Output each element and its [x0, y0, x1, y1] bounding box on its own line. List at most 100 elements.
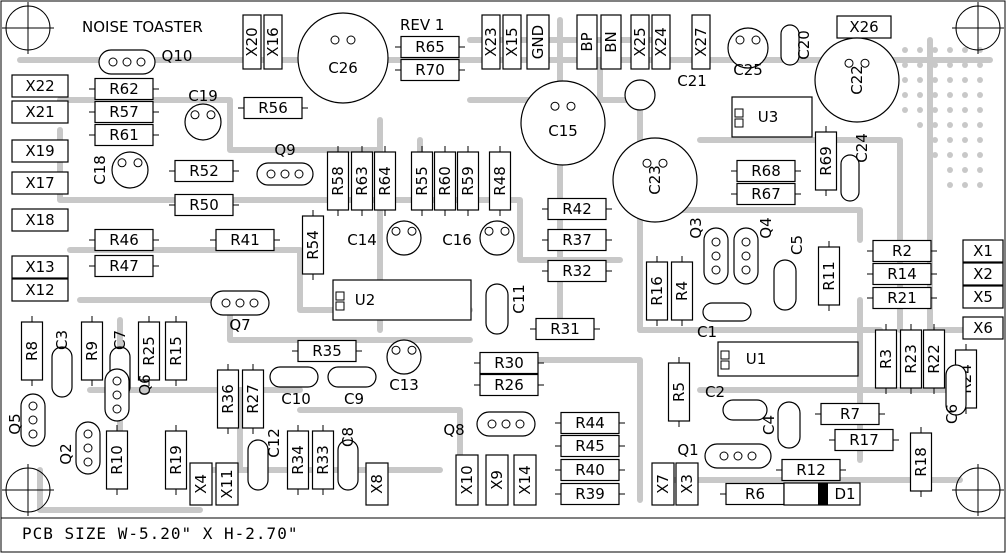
capacitor-c19: C19 — [184, 87, 222, 141]
capacitor-c8: C8 — [337, 427, 359, 491]
resistor-r52: R52 — [169, 159, 239, 183]
svg-text:R3: R3 — [877, 349, 895, 369]
connector-gnd: GND — [526, 14, 550, 70]
svg-text:X21: X21 — [25, 103, 54, 121]
svg-text:BP: BP — [578, 32, 596, 51]
svg-text:X26: X26 — [849, 18, 878, 36]
transistor-q4: Q4 — [733, 217, 775, 285]
resistor-r47: R47 — [89, 254, 159, 278]
svg-text:R15: R15 — [167, 336, 185, 366]
svg-text:R67: R67 — [751, 185, 781, 203]
resistor-r26: R26 — [474, 373, 544, 397]
svg-text:C1: C1 — [697, 323, 717, 341]
svg-text:R16: R16 — [648, 276, 666, 306]
svg-text:C11: C11 — [510, 284, 528, 314]
resistor-r55: R55 — [410, 146, 434, 216]
svg-text:U3: U3 — [758, 108, 779, 126]
svg-text:R55: R55 — [413, 166, 431, 196]
connector-x22: X22 — [11, 74, 69, 98]
svg-text:C12: C12 — [265, 428, 283, 458]
connector-x12: X12 — [11, 278, 69, 302]
resistor-r32: R32 — [542, 259, 612, 283]
resistor-r68: R68 — [731, 159, 801, 183]
proto-pad-grid — [902, 47, 983, 188]
resistor-r18: R18 — [909, 427, 933, 497]
svg-text:GND: GND — [529, 25, 547, 59]
svg-text:X9: X9 — [488, 470, 506, 490]
svg-text:C24: C24 — [853, 133, 871, 163]
ic-u2: U2 — [332, 279, 472, 321]
resistor-r58: R58 — [326, 146, 350, 216]
svg-text:X24: X24 — [652, 27, 670, 56]
connector-x3: X3 — [675, 462, 699, 506]
capacitor-c3: C3 — [51, 330, 73, 398]
resistor-r57: R57 — [89, 100, 159, 124]
svg-text:R27: R27 — [244, 384, 262, 414]
capacitor-c14: C14 — [347, 220, 422, 256]
connector-x19: X19 — [11, 139, 69, 163]
svg-text:X8: X8 — [368, 474, 386, 494]
capacitor-c4: C4 — [760, 401, 801, 449]
svg-text:C22: C22 — [848, 65, 866, 95]
svg-text:R56: R56 — [258, 99, 288, 117]
svg-text:C16: C16 — [442, 231, 472, 249]
svg-text:R32: R32 — [562, 262, 592, 280]
svg-text:R26: R26 — [494, 376, 524, 394]
board-size-note: PCB SIZE W-5.20" X H-2.70" — [22, 524, 299, 543]
svg-text:R18: R18 — [912, 447, 930, 477]
transistor-q1: Q1 — [677, 441, 772, 469]
svg-text:X4: X4 — [192, 474, 210, 494]
svg-text:R7: R7 — [840, 405, 860, 423]
capacitor-c20: C20 — [780, 24, 813, 66]
svg-text:C5: C5 — [788, 235, 806, 255]
svg-text:R31: R31 — [550, 320, 580, 338]
svg-text:C2: C2 — [705, 383, 725, 401]
svg-text:Q8: Q8 — [443, 421, 464, 439]
svg-text:Q9: Q9 — [274, 141, 295, 159]
svg-text:R25: R25 — [140, 336, 158, 366]
resistor-r3: R3 — [874, 324, 898, 394]
svg-text:Q4: Q4 — [757, 217, 775, 238]
resistor-r15: R15 — [164, 316, 188, 386]
svg-text:X15: X15 — [503, 27, 521, 56]
svg-text:R22: R22 — [925, 344, 943, 374]
svg-text:R35: R35 — [312, 342, 342, 360]
connector-x23: X23 — [481, 14, 501, 70]
resistor-r61: R61 — [89, 123, 159, 147]
svg-text:R69: R69 — [817, 146, 835, 176]
resistor-r12: R12 — [776, 458, 846, 482]
resistor-r9: R9 — [80, 316, 104, 386]
board-revision: REV 1 — [400, 16, 444, 34]
svg-text:R17: R17 — [849, 431, 879, 449]
svg-text:R9: R9 — [83, 341, 101, 361]
svg-text:Q7: Q7 — [229, 316, 250, 334]
svg-text:C18: C18 — [91, 155, 109, 185]
svg-text:R60: R60 — [436, 166, 454, 196]
svg-text:R42: R42 — [562, 200, 592, 218]
resistor-r7: R7 — [815, 402, 885, 426]
svg-text:C7: C7 — [111, 330, 129, 350]
svg-text:R36: R36 — [219, 384, 237, 414]
resistor-r69: R69 — [814, 126, 838, 196]
resistor-r16: R16 — [645, 256, 669, 326]
resistor-r14: R14 — [867, 262, 937, 286]
capacitor-c1: C1 — [697, 302, 752, 341]
connector-x21: X21 — [11, 100, 69, 124]
svg-text:X20: X20 — [243, 27, 261, 56]
svg-text:X7: X7 — [654, 474, 672, 494]
resistor-r39: R39 — [555, 482, 625, 506]
svg-text:C3: C3 — [53, 330, 71, 350]
resistor-r46: R46 — [89, 228, 159, 252]
connector-x25: X25 — [630, 14, 650, 70]
mounting-holes — [2, 2, 1004, 516]
svg-text:X19: X19 — [25, 142, 54, 160]
resistor-r60: R60 — [433, 146, 457, 216]
connector-bn: BN — [600, 14, 622, 70]
resistor-r27: R27 — [241, 364, 265, 434]
svg-text:R10: R10 — [108, 445, 126, 475]
svg-text:R6: R6 — [745, 485, 765, 503]
resistor-r36: R36 — [216, 364, 240, 434]
connector-x4: X4 — [189, 462, 213, 506]
svg-text:R33: R33 — [314, 445, 332, 475]
resistor-r37: R37 — [542, 228, 612, 252]
